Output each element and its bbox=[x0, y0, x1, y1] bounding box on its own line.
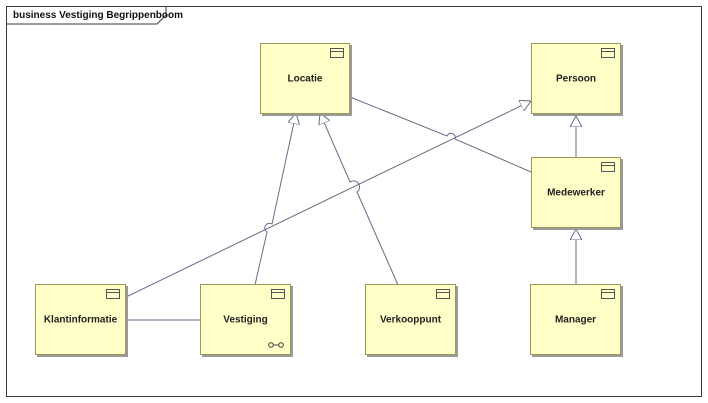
node-label: Vestiging bbox=[223, 314, 268, 325]
composite-link-icon bbox=[268, 342, 284, 348]
node-persoon[interactable]: Persoon bbox=[531, 43, 621, 114]
class-icon bbox=[271, 289, 285, 299]
node-manager[interactable]: Manager bbox=[530, 284, 621, 355]
node-verkooppunt[interactable]: Verkooppunt bbox=[365, 284, 456, 355]
edge-locatie-medewerker[interactable] bbox=[349, 96, 532, 173]
class-icon bbox=[601, 289, 615, 299]
node-klantinformatie[interactable]: Klantinformatie bbox=[35, 284, 126, 355]
edge-vestiging-locatie[interactable] bbox=[254, 113, 296, 286]
node-locatie[interactable]: Locatie bbox=[260, 43, 350, 114]
class-icon bbox=[330, 48, 344, 58]
class-icon bbox=[601, 48, 615, 58]
node-label: Klantinformatie bbox=[43, 314, 118, 325]
node-vestiging[interactable]: Vestiging bbox=[200, 284, 291, 355]
node-label: Manager bbox=[554, 314, 597, 325]
edge-verkooppunt-locatie[interactable] bbox=[320, 113, 399, 286]
node-medewerker[interactable]: Medewerker bbox=[531, 157, 621, 228]
title-tab-shape bbox=[7, 7, 167, 25]
node-label: Locatie bbox=[287, 73, 323, 84]
node-label: Verkooppunt bbox=[379, 314, 442, 325]
edge-klantinformatie-persoon[interactable] bbox=[125, 101, 531, 298]
node-label: Persoon bbox=[555, 73, 596, 84]
diagram-title: business Vestiging Begrippenboom bbox=[13, 10, 184, 21]
class-icon bbox=[106, 289, 120, 299]
node-label: Medewerker bbox=[547, 187, 605, 198]
class-icon bbox=[601, 162, 615, 172]
class-icon bbox=[436, 289, 450, 299]
